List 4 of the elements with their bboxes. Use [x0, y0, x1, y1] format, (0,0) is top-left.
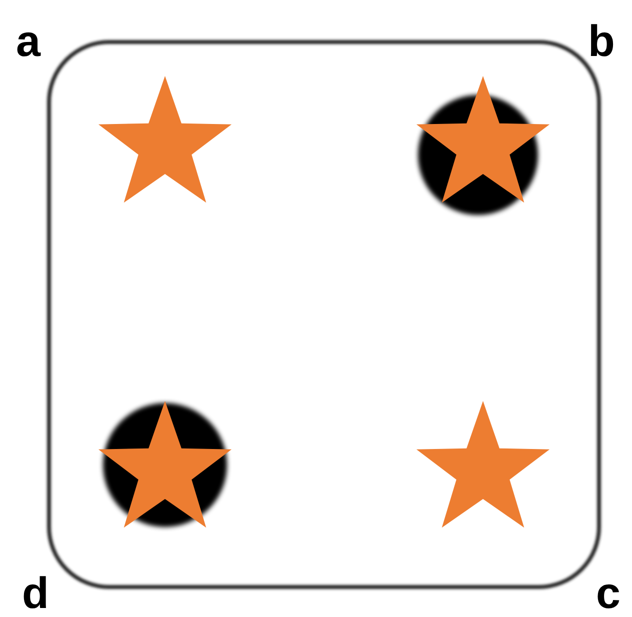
corner-label: a: [16, 20, 40, 64]
corner-label: c: [596, 572, 620, 616]
corner-label: d: [22, 572, 49, 616]
corner-label: b: [588, 20, 615, 64]
